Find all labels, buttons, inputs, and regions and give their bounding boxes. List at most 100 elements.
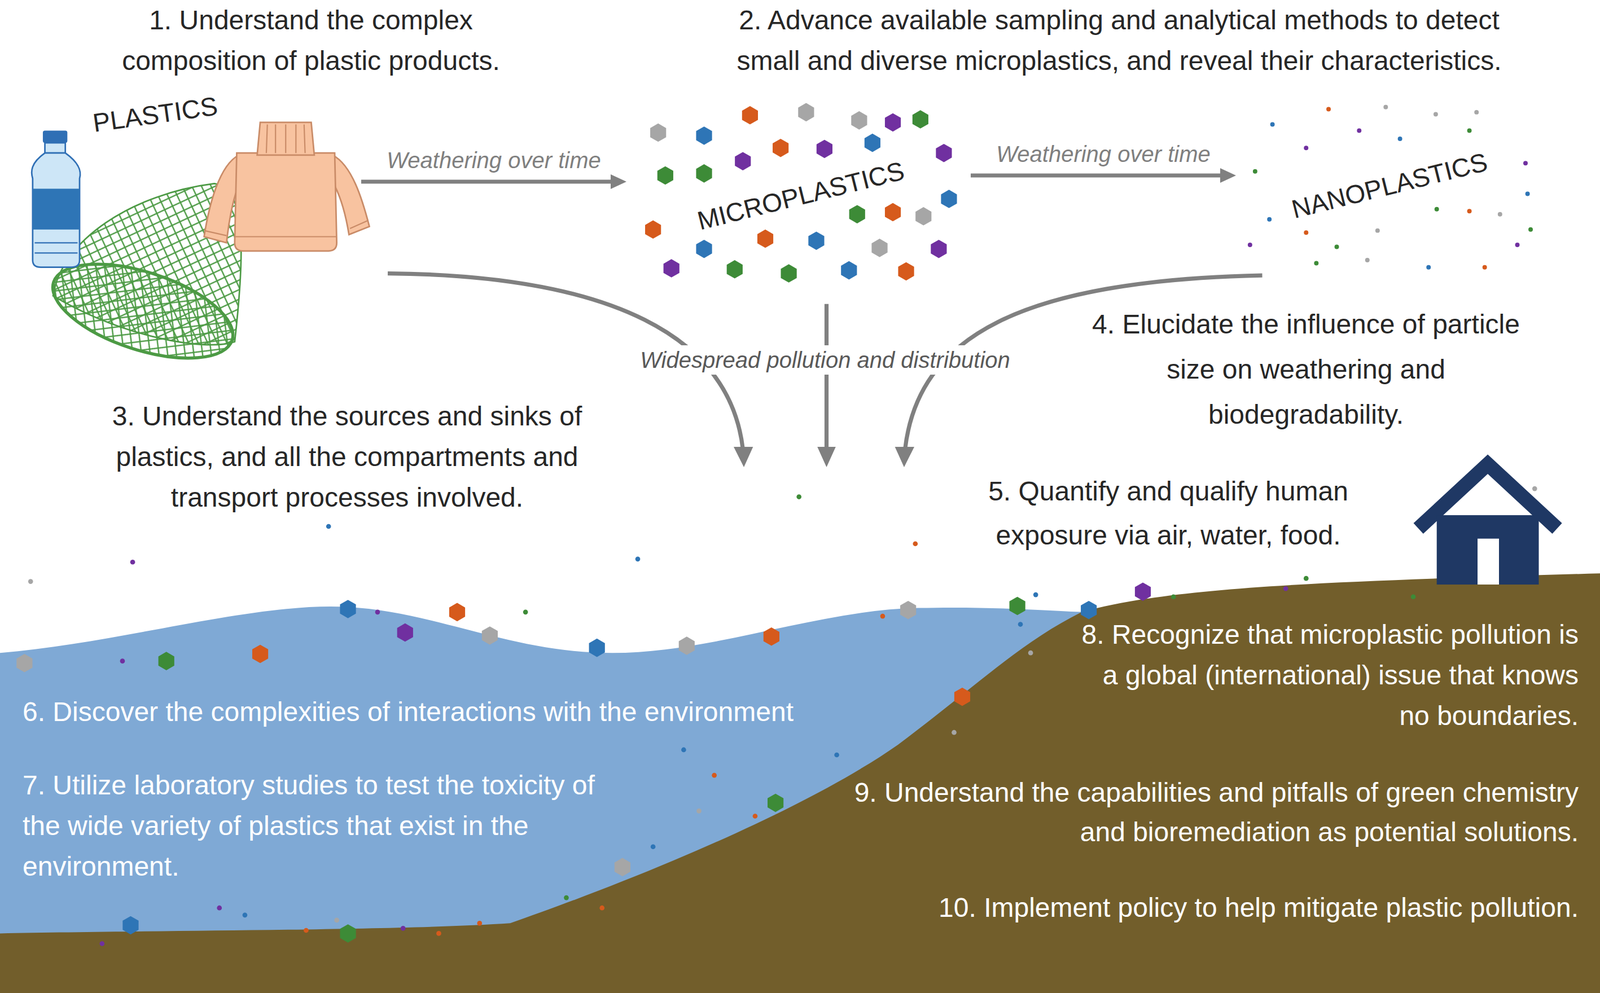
particle-dot — [951, 730, 957, 736]
particle-dot — [1018, 621, 1024, 628]
particle-dot — [1028, 650, 1034, 656]
arrow-head — [1220, 168, 1236, 183]
particle-dot — [563, 895, 569, 901]
particle-dot — [599, 905, 605, 911]
arrow-head — [610, 174, 627, 190]
hexagon-particle — [798, 103, 814, 122]
particle-dot — [334, 918, 340, 924]
hexagon-particle — [816, 139, 833, 159]
hexagon-particle — [695, 164, 712, 183]
hexagon-particle — [252, 645, 269, 664]
house-door — [1477, 538, 1499, 585]
nano-dot — [1467, 208, 1472, 214]
particle-dot — [436, 931, 442, 937]
particle-dot — [912, 541, 918, 547]
hexagon-particle — [657, 166, 674, 186]
hexagon-particle — [808, 231, 824, 251]
particle-dot — [834, 752, 840, 758]
hexagon-particle — [449, 603, 466, 622]
edge-label: Weathering over time — [996, 140, 1211, 168]
distribution-arrow — [824, 304, 829, 450]
hexagon-particle — [767, 794, 784, 813]
numbered-statement: 8. Recognize that microplastic pollution… — [1070, 614, 1579, 737]
hexagon-particle — [763, 627, 780, 647]
hexagon-particle — [650, 123, 666, 143]
hexagon-particle — [614, 858, 631, 878]
hexagon-particle — [1080, 601, 1097, 620]
hexagon-particle — [726, 260, 743, 279]
particle-dot — [303, 928, 309, 934]
hexagon-particle — [645, 220, 661, 240]
particle-dot — [711, 773, 717, 779]
nano-dot — [1303, 230, 1309, 235]
weathering-arrow — [970, 168, 1236, 183]
nano-dot — [1433, 112, 1439, 117]
environment-particles — [16, 486, 1537, 947]
illustration-group: PLASTICS — [22, 84, 362, 367]
weathering-arrow — [361, 174, 627, 190]
nano-dot — [1356, 128, 1362, 133]
microplastic-cluster — [645, 103, 958, 283]
particle-dot — [375, 610, 381, 616]
hexagon-particle — [757, 229, 774, 249]
particle-dot — [752, 813, 758, 819]
nano-dot — [1523, 160, 1528, 166]
hexagon-particle — [900, 601, 916, 620]
numbered-statement: 3. Understand the sources and sinks of p… — [76, 396, 618, 519]
hexagon-particle — [954, 687, 971, 707]
edge-label: Weathering over time — [386, 146, 601, 174]
numbered-statement: 2. Advance available sampling and analyt… — [736, 0, 1502, 82]
particle-dot — [99, 941, 105, 947]
hexagon-particle — [1009, 597, 1026, 616]
nano-dot — [1303, 145, 1309, 151]
nano-dot — [1525, 191, 1531, 197]
sweater-ribbing — [204, 124, 369, 238]
sweater-sleeve — [204, 155, 239, 243]
nano-dot — [1515, 242, 1520, 248]
hexagon-particle — [339, 924, 356, 944]
arrow-head — [817, 446, 836, 468]
numbered-statement: 9. Understand the capabilities and pitfa… — [844, 773, 1579, 853]
hexagon-particle — [884, 203, 901, 222]
particle-dot — [681, 747, 687, 753]
nano-dot — [1313, 261, 1319, 266]
hexagon-particle — [940, 189, 957, 209]
nano-dot — [1334, 244, 1340, 250]
illustration-group: MICROPLASTICS — [626, 95, 971, 288]
hexagon-particle — [884, 113, 901, 133]
hexagon-particle — [589, 638, 606, 658]
hexagon-particle — [339, 599, 356, 619]
hexagon-particle — [397, 623, 414, 643]
particle-dot — [696, 808, 702, 814]
land — [0, 573, 1600, 993]
hexagon-particle — [742, 106, 758, 125]
hexagon-particle — [734, 151, 751, 171]
particle-dot — [796, 494, 802, 500]
bottle-ridges — [34, 242, 78, 253]
nano-dot — [1326, 106, 1331, 112]
particle-dot — [216, 905, 222, 911]
bottle-body — [31, 152, 81, 268]
numbered-statement: 4. Elucidate the influence of particle s… — [1080, 301, 1532, 438]
house-wall — [1436, 515, 1540, 585]
numbered-statement: 5. Quantify and qualify human exposure v… — [948, 469, 1389, 558]
hexagon-particle — [935, 143, 952, 163]
particle-dot — [1033, 592, 1039, 598]
numbered-statement: 1. Understand the complex composition of… — [121, 0, 501, 82]
nano-dot — [1383, 104, 1388, 110]
particle-dot — [1283, 586, 1289, 592]
nano-dot — [1397, 136, 1403, 142]
nano-dot — [1365, 257, 1370, 263]
particle-dot — [1410, 594, 1417, 600]
node-title: MICROPLASTICS — [694, 156, 908, 236]
particle-dot — [400, 926, 406, 932]
particle-dot — [130, 559, 136, 565]
hexagon-particle — [864, 133, 881, 153]
arrow-line — [361, 180, 611, 184]
nano-dot — [1434, 207, 1440, 212]
hexagon-particle — [840, 261, 857, 280]
nano-dot — [1270, 122, 1275, 127]
nano-dot — [1375, 228, 1380, 234]
particle-dot — [523, 610, 529, 616]
